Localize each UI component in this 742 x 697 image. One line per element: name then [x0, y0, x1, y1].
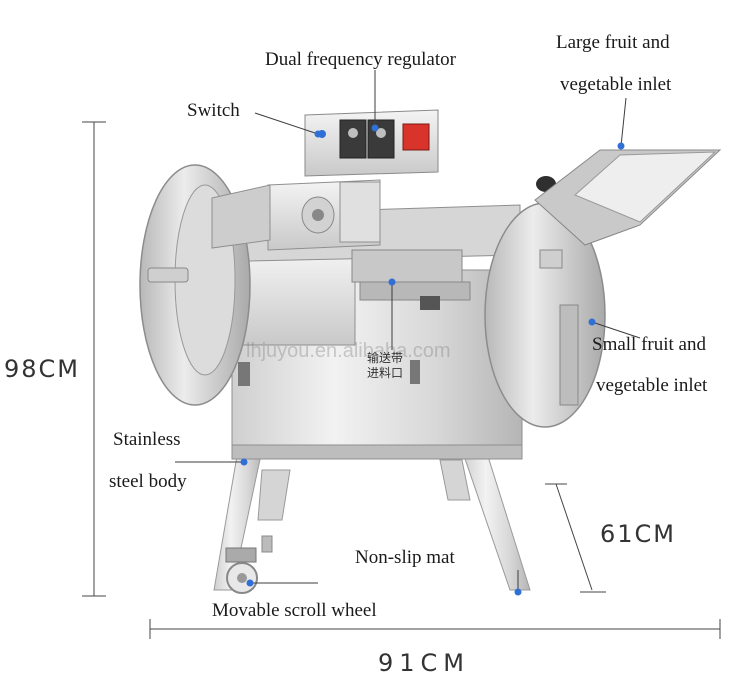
large-inlet-hopper	[534, 149, 722, 246]
dimension-lines	[82, 121, 721, 639]
label-movable-scroll-wheel: Movable scroll wheel	[212, 600, 377, 621]
right-cutter-drum	[484, 176, 606, 428]
label-small-inlet-line1: Small fruit and	[592, 334, 706, 355]
label-conveyor-line1: 输送带	[367, 351, 404, 365]
label-large-inlet-line2: vegetable inlet	[560, 74, 672, 95]
label-stainless-line1: Stainless	[113, 429, 181, 450]
label-conveyor-line2: 进料口	[367, 366, 404, 380]
machine-legs	[213, 449, 531, 591]
motor-assembly	[211, 179, 381, 251]
label-large-inlet-line1: Large fruit and	[556, 32, 670, 53]
dimension-height: 98CM	[4, 355, 81, 383]
label-small-inlet-line2: vegetable inlet	[596, 375, 708, 396]
label-dual-frequency-regulator: Dual frequency regulator	[265, 49, 456, 70]
label-non-slip-mat: Non-slip mat	[355, 547, 455, 568]
watermark: lhjuyou.en.alibaba.com	[246, 340, 451, 362]
callout-lines	[175, 70, 641, 592]
label-stainless-line2: steel body	[109, 471, 187, 492]
dimension-depth: 61CM	[600, 520, 677, 548]
dimension-width: 91CM	[378, 649, 471, 677]
control-box	[304, 109, 439, 177]
label-switch: Switch	[187, 100, 240, 121]
callout-dots	[240, 124, 625, 596]
